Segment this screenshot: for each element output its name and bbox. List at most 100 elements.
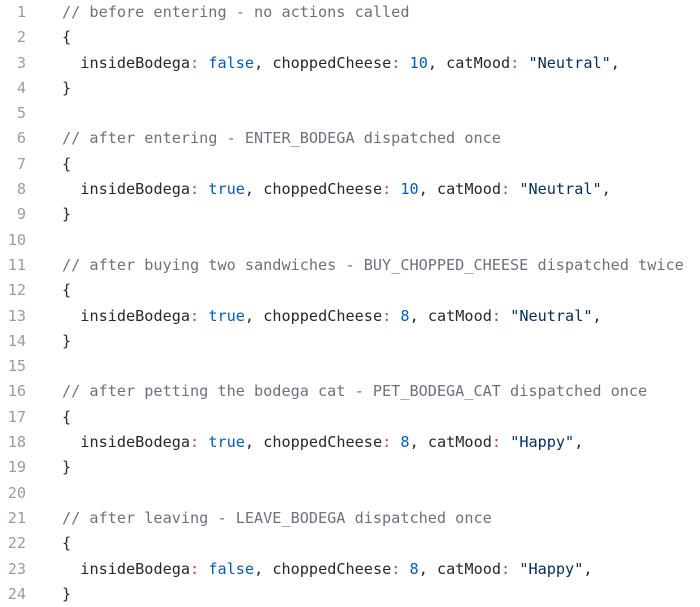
code-text: {: [62, 278, 71, 303]
code-token-const: 10: [409, 53, 428, 72]
line-number: 20: [7, 483, 26, 502]
line-number: 1: [16, 3, 26, 21]
code-text: }: [62, 455, 71, 480]
code-line: 18 insideBodega: true, choppedCheese: 8,…: [0, 430, 700, 455]
code-text: }: [62, 582, 71, 607]
line-number: 15: [7, 357, 26, 376]
code-token-punc: [199, 560, 208, 578]
code-token-key: catMood: [427, 433, 492, 452]
code-token-punc: [199, 180, 208, 198]
code-token-key: insideBodega: [80, 180, 191, 199]
code-token-punc: }: [62, 458, 72, 477]
code-token-const: false: [208, 559, 255, 578]
code-line: 17{: [0, 405, 700, 430]
code-token-key: insideBodega: [80, 306, 191, 325]
code-token-punc: [501, 433, 510, 451]
line-number: 22: [7, 534, 26, 553]
code-text: {: [62, 531, 71, 556]
line-number: 21: [7, 508, 26, 527]
code-token-punc: [501, 307, 510, 325]
line-number: 14: [7, 331, 26, 350]
code-token-punc: ,: [418, 559, 437, 578]
code-token-punc: }: [62, 584, 72, 603]
code-line: 20: [0, 481, 700, 506]
code-line: 15: [0, 354, 700, 379]
code-token-colon: :: [491, 433, 502, 452]
code-token-punc: [62, 433, 80, 451]
code-token-punc: ,: [409, 306, 428, 325]
code-text: // after petting the bodega cat - PET_BO…: [62, 379, 647, 404]
code-text: insideBodega: false, choppedCheese: 10, …: [62, 51, 620, 76]
code-token-punc: [199, 307, 208, 325]
code-token-punc: ,: [244, 180, 264, 199]
code-text: }: [62, 202, 71, 227]
code-token-punc: [62, 560, 80, 578]
code-text: insideBodega: true, choppedCheese: 8, ca…: [62, 430, 583, 455]
line-number: 23: [7, 559, 26, 578]
code-line: 19}: [0, 455, 700, 480]
line-number: 6: [16, 129, 26, 148]
code-token-key: catMood: [446, 53, 511, 72]
line-number: 12: [7, 281, 26, 300]
code-token-punc: {: [62, 407, 72, 426]
code-token-colon: :: [382, 433, 392, 452]
code-token-const: 8: [409, 559, 419, 578]
code-token-punc: [199, 433, 208, 451]
code-line: 22 {: [0, 531, 700, 556]
code-line: 16// after petting the bodega cat - PET_…: [0, 379, 700, 404]
code-token-key: choppedCheese: [263, 180, 383, 199]
code-token-key: choppedCheese: [272, 53, 392, 72]
code-token-const: true: [208, 306, 245, 325]
code-token-punc: [510, 180, 519, 198]
code-line: 5: [0, 101, 700, 126]
code-token-colon: :: [391, 559, 401, 578]
code-token-comment: // after petting the bodega cat - PET_BO…: [62, 382, 648, 401]
code-line: 9}: [0, 202, 700, 227]
code-token-string: "Neutral": [528, 53, 611, 72]
code-line: 1 // before entering - no actions called: [0, 0, 700, 25]
code-line: 4}: [0, 76, 700, 101]
code-text: // before entering - no actions called: [62, 0, 409, 25]
code-token-punc: [62, 307, 80, 325]
code-token-punc: ,: [254, 559, 273, 578]
code-token-punc: [62, 54, 80, 72]
code-token-punc: }: [62, 205, 72, 224]
line-number: 7: [16, 154, 26, 173]
code-token-comment: // after entering - ENTER_BODEGA dispatc…: [62, 129, 501, 148]
code-token-string: "Neutral": [510, 306, 593, 325]
code-token-key: catMood: [437, 180, 502, 199]
code-token-colon: :: [491, 306, 502, 325]
line-number: 18: [7, 433, 26, 452]
line-number: 9: [16, 205, 26, 224]
line-number: 5: [16, 104, 26, 123]
line-number: 13: [7, 306, 26, 325]
code-token-const: true: [208, 433, 245, 452]
code-token-string: "Neutral": [519, 180, 602, 199]
code-token-punc: ,: [592, 306, 602, 325]
code-line: 21// after leaving - LEAVE_BODEGA dispat…: [0, 506, 700, 531]
code-line: 7{: [0, 152, 700, 177]
code-token-const: 8: [400, 306, 410, 325]
code-token-colon: :: [382, 180, 392, 199]
code-token-punc: }: [62, 331, 72, 350]
code-token-punc: [400, 560, 409, 578]
code-token-punc: {: [62, 28, 72, 47]
code-line: 12 {: [0, 278, 700, 303]
code-token-punc: [199, 54, 208, 72]
code-line: 13 insideBodega: true, choppedCheese: 8,…: [0, 304, 700, 329]
code-token-key: choppedCheese: [263, 306, 383, 325]
code-token-const: true: [208, 180, 245, 199]
line-number: 10: [7, 230, 26, 249]
code-line: 6 // after entering - ENTER_BODEGA dispat…: [0, 126, 700, 151]
code-token-punc: }: [62, 78, 72, 97]
code-text: insideBodega: true, choppedCheese: 8, ca…: [62, 304, 602, 329]
code-line: 3 insideBodega: false, choppedCheese: 10…: [0, 51, 700, 76]
code-token-punc: ,: [409, 433, 428, 452]
code-line: 23 insideBodega: false, choppedCheese: 8…: [0, 557, 700, 582]
code-token-const: false: [208, 53, 255, 72]
line-number: 4: [16, 78, 26, 97]
code-token-comment: // before entering - no actions called: [62, 3, 410, 21]
code-text: insideBodega: false, choppedCheese: 8, c…: [62, 557, 592, 582]
code-line: 10: [0, 228, 700, 253]
